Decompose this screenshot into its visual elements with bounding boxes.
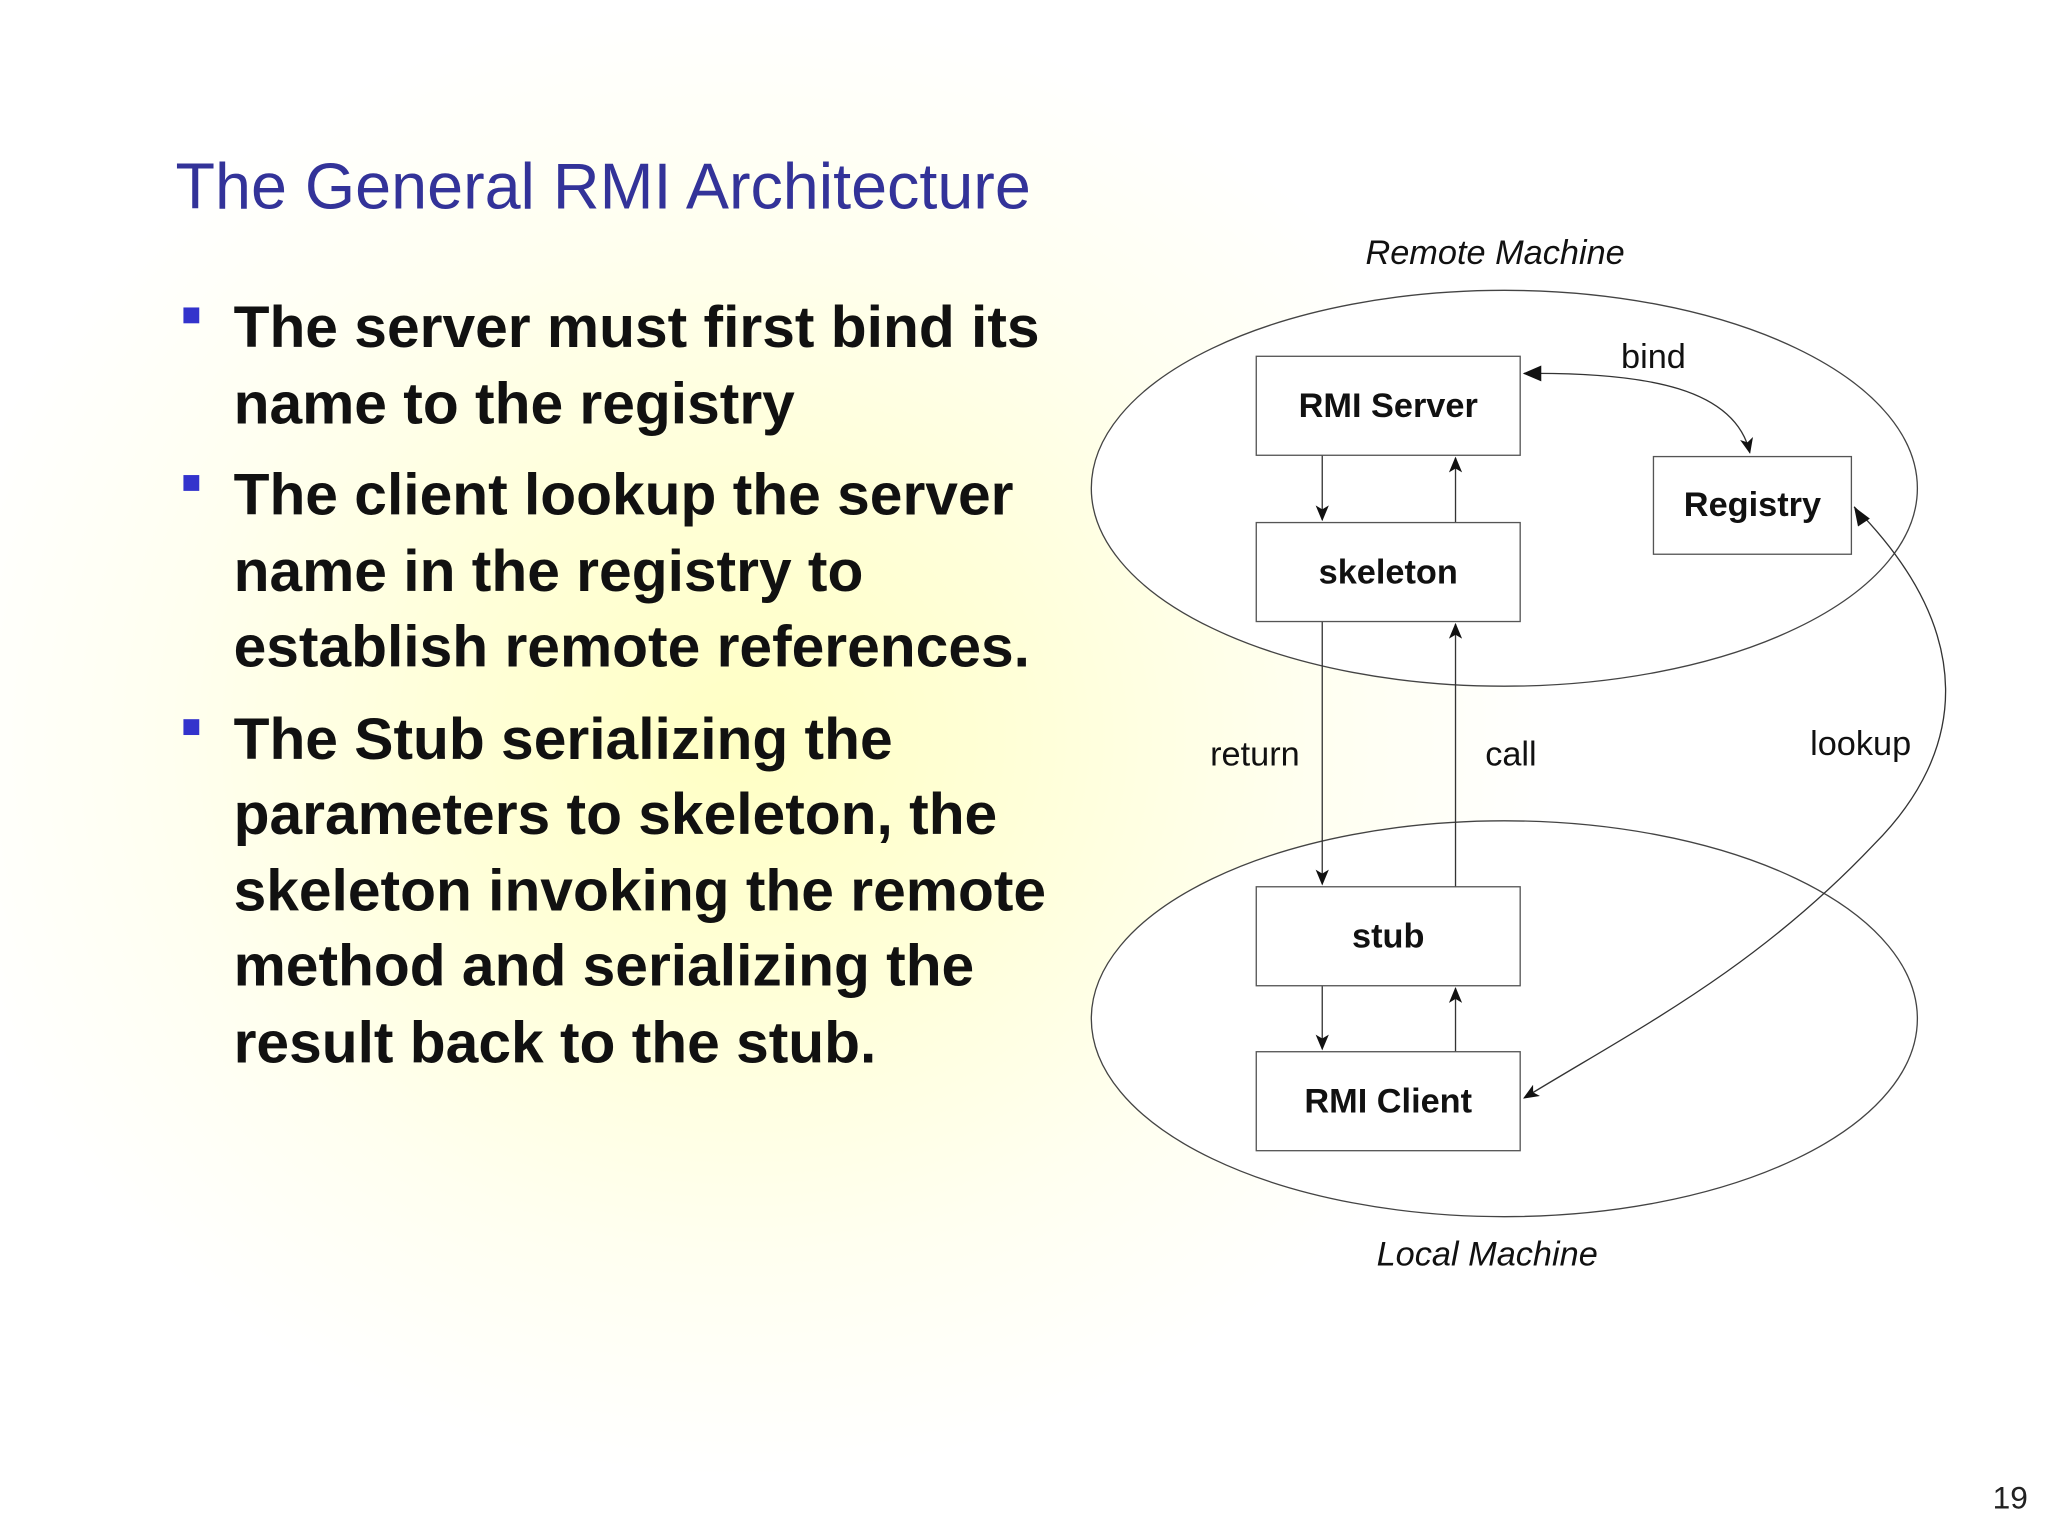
bullet-text: The server must first bind its name to t… [233,295,1040,437]
bullet-square-icon [183,307,200,324]
bullet-item: The server must first bind its name to t… [182,290,1079,442]
rmi-server-box [1255,355,1521,456]
page-number: 19 [1992,1480,2028,1517]
skeleton-label: skeleton [1319,553,1458,591]
lookup-arrowhead [1854,506,1870,527]
rmi-client-box [1255,1051,1521,1152]
bind-arrow [1524,372,1753,454]
rmi-client-label: RMI Client [1304,1082,1472,1120]
bullet-square-icon [183,475,200,491]
bullet-item: The client lookup the server name in the… [182,458,1079,686]
slide-title: The General RMI Architecture [175,151,1031,224]
bullet-text: The Stub serializing the parameters to s… [233,706,1047,1075]
lookup-label: lookup [1810,725,1911,763]
bullet-item: The Stub serializing the parameters to s… [182,701,1079,1080]
stub-box [1255,886,1521,987]
call-label: call [1485,735,1536,773]
bind-label: bind [1621,338,1686,376]
local-machine-ellipse [1090,820,1919,1218]
bullet-square-icon [183,718,200,735]
lookup-arrow [1523,506,1947,1099]
bullet-text: The client lookup the server name in the… [233,463,1030,680]
skeleton-box [1255,521,1521,623]
stub-label: stub [1352,917,1424,955]
bullet-list: The server must first bind its name to t… [182,290,1079,1096]
registry-box [1652,455,1853,555]
bind-arrowhead [1522,365,1542,382]
local-machine-label: Local Machine [1377,1235,1598,1273]
rmi-server-label: RMI Server [1299,387,1478,425]
remote-machine-label: Remote Machine [1365,234,1624,272]
return-label: return [1210,735,1300,773]
registry-label: Registry [1684,486,1821,524]
